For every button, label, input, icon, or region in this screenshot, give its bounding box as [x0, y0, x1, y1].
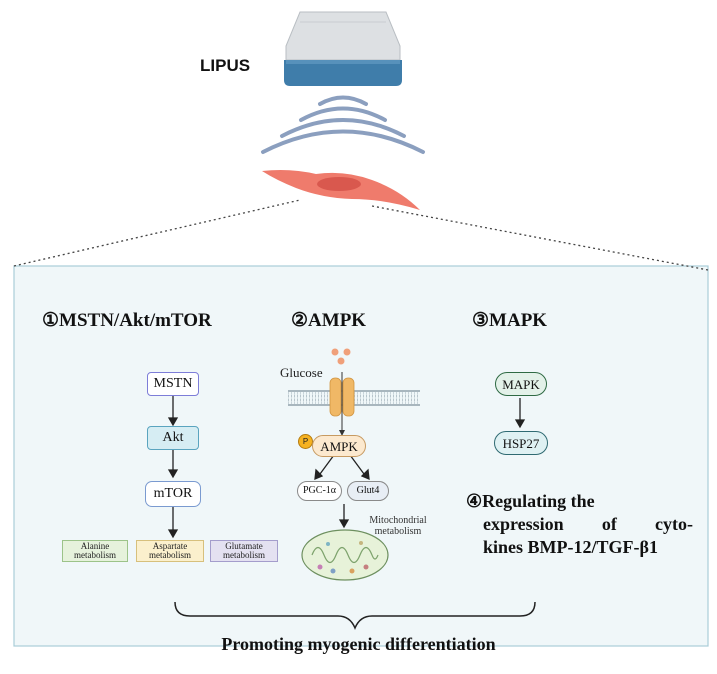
aspartate-metabolism-box: Aspartate metabolism [136, 540, 204, 562]
lipus-label: LIPUS [200, 56, 251, 75]
ampk-node: AMPK [312, 435, 366, 457]
mitochondrial-metabolism-label: Mitochondrial metabolism [369, 515, 427, 537]
glutamate-metabolism-box: Glutamate metabolism [210, 540, 278, 562]
glucose-label: Glucose [280, 365, 323, 380]
cytokines-line-1: ④Regulating the [466, 491, 595, 511]
ampk-heading: ②AMPK [291, 310, 367, 331]
alanine-metabolism-box: Alanine metabolism [62, 540, 128, 562]
akt-node: Akt [147, 426, 199, 450]
hsp27-node: HSP27 [494, 431, 548, 455]
mstn-node: MSTN [147, 372, 199, 396]
glucose-molecules-icon [331, 348, 351, 365]
pgc1a-node: PGC-1α [297, 481, 342, 501]
mitochondrion-icon [301, 529, 389, 581]
zoom-line-right [371, 205, 709, 271]
content-panel [13, 265, 709, 647]
mtor-node: mTOR [145, 481, 201, 507]
phosphorylation-badge: P [298, 434, 313, 449]
mstn-heading: ①MSTN/Akt/mTOR [42, 310, 212, 331]
ultrasound-transducer-icon [284, 11, 402, 86]
mapk-heading: ③MAPK [472, 310, 548, 331]
glut4-node: Glut4 [347, 481, 389, 501]
summary-brace [174, 601, 536, 630]
ampk-pathway-arrows [314, 454, 370, 529]
mapk-node: MAPK [495, 372, 547, 396]
cytokines-line-3: kines BMP-12/TGF-β1 [483, 537, 658, 557]
footer-caption: Promoting myogenic differentiation [221, 634, 496, 654]
muscle-cell-icon [262, 170, 420, 210]
glucose-transporter-icon [329, 372, 355, 436]
cytokines-line-2: expression of cyto- [483, 514, 693, 534]
mstn-pathway-arrows [167, 396, 179, 539]
zoom-line-left [13, 199, 301, 267]
ultrasound-waves-icon [261, 95, 425, 154]
mapk-pathway-arrow [514, 398, 526, 429]
